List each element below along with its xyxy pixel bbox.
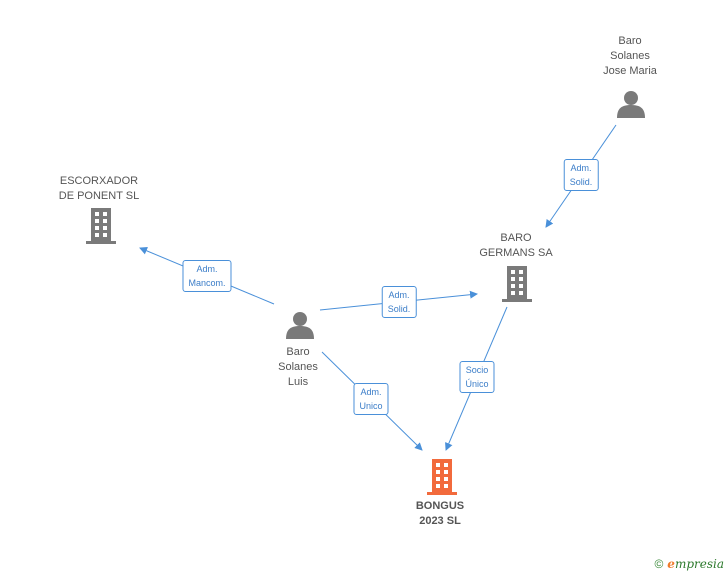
person-icon[interactable]	[616, 90, 646, 123]
building-icon[interactable]	[427, 459, 457, 500]
building-icon[interactable]	[502, 266, 532, 307]
person-icon[interactable]	[285, 311, 315, 344]
footer-credit: © empresia	[654, 557, 724, 571]
edge-label-jose-maria-to-baro-germans[interactable]: Adm. Solid.	[563, 159, 599, 191]
edge-label-luis-to-escorxador[interactable]: Adm. Mancom.	[182, 260, 232, 292]
node-label-escorxador-de-ponent: ESCORXADOR DE PONENT SL	[58, 175, 140, 202]
node-label-baro-germans: BARO GERMANS SA	[479, 232, 553, 259]
brand-initial: e	[667, 557, 675, 571]
node-label-baro-solanes-jose-maria: Baro Solanes Jose Maria	[603, 35, 657, 77]
edge-label-luis-to-baro-germans[interactable]: Adm. Solid.	[381, 286, 417, 318]
edge-label-baro-germans-to-bongus[interactable]: Socio Único	[459, 361, 495, 393]
copyright-symbol: ©	[654, 557, 664, 571]
building-icon[interactable]	[86, 208, 116, 249]
empresia-logo[interactable]: empresia	[667, 557, 724, 571]
node-label-baro-solanes-luis: Baro Solanes Luis	[278, 346, 318, 388]
brand-rest: mpresia	[674, 557, 724, 571]
node-label-bongus-2023: BONGUS 2023 SL	[415, 500, 465, 527]
edge-label-luis-to-bongus[interactable]: Adm. Unico	[353, 383, 389, 415]
